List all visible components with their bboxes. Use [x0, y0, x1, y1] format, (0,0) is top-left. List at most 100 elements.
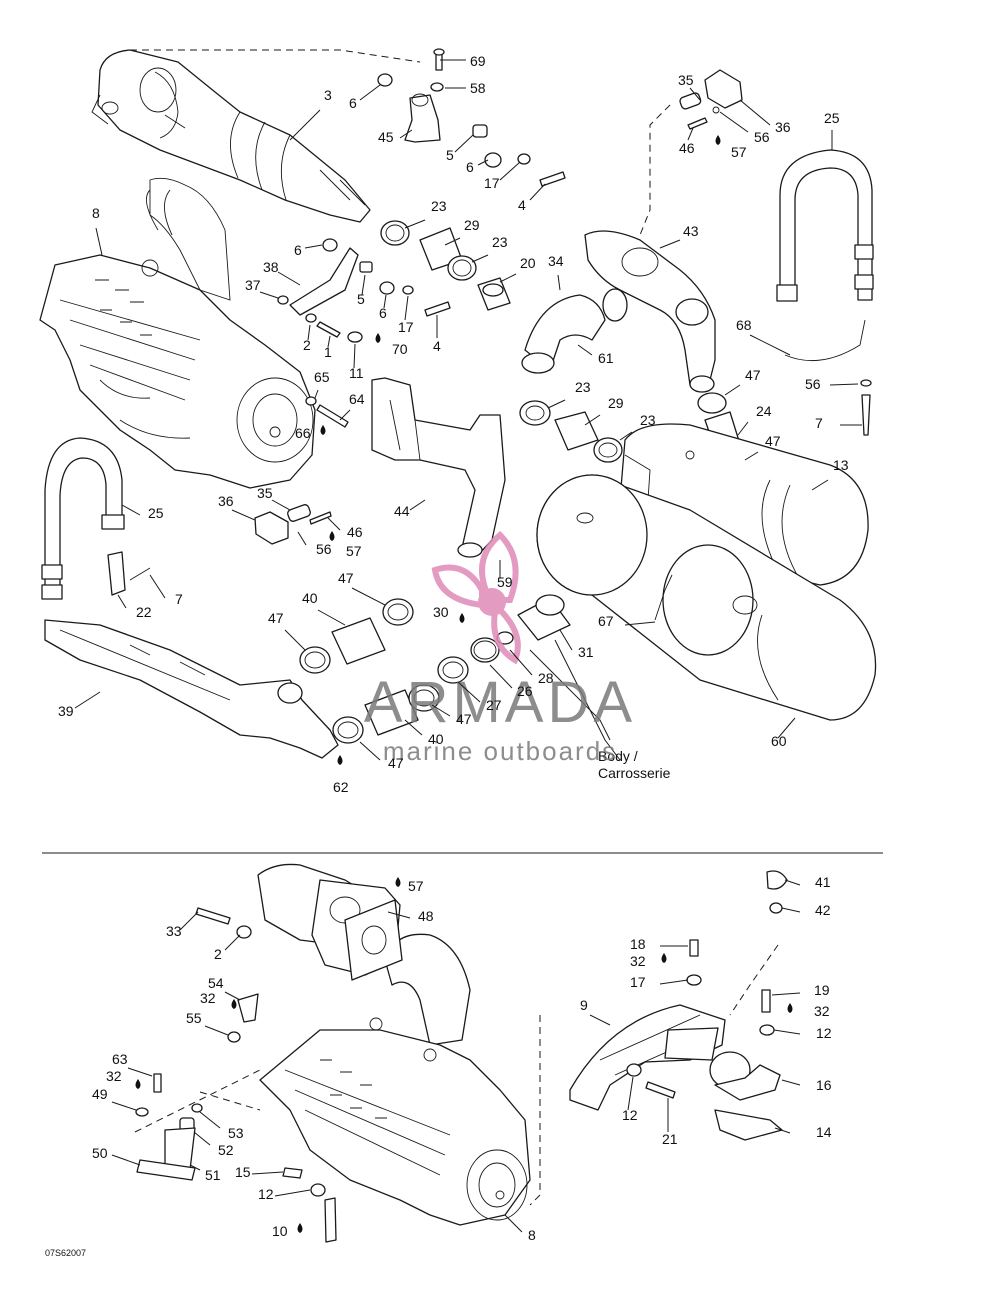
- callout-number: 41: [815, 874, 831, 890]
- callout-number: 42: [815, 902, 831, 918]
- leader-line: [749, 334, 791, 356]
- callout-c67: 67: [598, 613, 656, 629]
- callout-number: 46: [347, 524, 363, 540]
- leader-line: [687, 127, 694, 141]
- callout-c52: 52: [193, 1131, 234, 1158]
- leader-line: [431, 704, 451, 717]
- callout-number: 5: [446, 147, 454, 163]
- part-gasket-48: [344, 899, 403, 981]
- sealant-drop-icon: [715, 135, 721, 145]
- leader-line: [454, 134, 474, 153]
- leader-line: [499, 273, 517, 283]
- callout-number: 47: [338, 570, 354, 586]
- coupler-assembly-lower: [299, 594, 571, 744]
- body-note-line-2: Carrosserie: [598, 765, 671, 781]
- callout-number: 8: [92, 205, 100, 221]
- leader-line: [353, 343, 356, 369]
- callout-number: 7: [815, 415, 823, 431]
- leader-line: [297, 531, 307, 546]
- callout-number: 34: [548, 253, 564, 269]
- callout-c49: 49: [92, 1086, 137, 1111]
- dashed-reference-9: [529, 1015, 541, 1206]
- callout-c29b: 29: [584, 395, 624, 426]
- leader-body: [554, 639, 621, 761]
- callout-number: 69: [470, 53, 486, 69]
- body-note-line-1: Body /: [598, 748, 638, 764]
- callout-number: 46: [679, 140, 695, 156]
- callout-c36a: 36: [739, 99, 791, 135]
- grommet-6b: [484, 152, 502, 168]
- sleeve-5a: [472, 124, 488, 138]
- bolt-18: [689, 939, 699, 957]
- leader-line: [529, 183, 546, 201]
- leader-body-2: [529, 649, 611, 741]
- screw-42: [769, 902, 783, 914]
- nut-53: [191, 1103, 203, 1113]
- callout-number: 23: [431, 198, 447, 214]
- leader-line: [489, 664, 513, 689]
- callout-number: 49: [92, 1086, 108, 1102]
- leader-line: [351, 587, 386, 606]
- callout-c34: 34: [548, 253, 564, 291]
- washer-12c: [310, 1183, 326, 1197]
- callout-number: 47: [456, 711, 472, 727]
- grommet-6a: [377, 73, 393, 87]
- callout-number: 25: [824, 110, 840, 126]
- callout-number: 39: [58, 703, 74, 719]
- coupler-assembly-top: [380, 220, 511, 311]
- callout-number: 17: [630, 974, 646, 990]
- callout-number: 24: [756, 403, 772, 419]
- propeller-logo-icon: [431, 530, 521, 665]
- callout-number: 10: [272, 1223, 288, 1239]
- sealant-drop-icon: [337, 755, 343, 765]
- callout-number: 25: [148, 505, 164, 521]
- callout-c3: 3: [289, 87, 332, 141]
- sealant-drop-icon: [329, 531, 335, 541]
- callout-number: 15: [235, 1164, 251, 1180]
- callout-c41: 41: [784, 874, 831, 890]
- callout-c30: 30: [433, 604, 465, 623]
- callout-number: 3: [324, 87, 332, 103]
- part-engine-upper: [39, 177, 316, 489]
- part-tie-67: [654, 574, 673, 621]
- leader-line: [314, 389, 319, 399]
- callout-c7a: 7: [815, 415, 862, 431]
- part-muffler-60: [536, 474, 877, 721]
- part-pipe-43: [584, 230, 716, 393]
- leader-line: [559, 629, 573, 651]
- callout-c42: 42: [781, 902, 831, 918]
- callout-number: 19: [814, 982, 830, 998]
- callout-c7b: 7: [149, 574, 183, 607]
- leader-line: [339, 409, 351, 421]
- leader-line: [509, 649, 533, 676]
- callout-number: 23: [575, 379, 591, 395]
- leader-line: [117, 594, 127, 609]
- callout-c44: 44: [394, 499, 426, 519]
- callout-number: 12: [258, 1186, 274, 1202]
- stud-1: [316, 321, 341, 338]
- leader-line: [404, 719, 423, 736]
- leader-line: [387, 911, 411, 919]
- callout-number: 20: [520, 255, 536, 271]
- callout-c39: 39: [58, 691, 101, 719]
- callout-number: 63: [112, 1051, 128, 1067]
- sealant-drop-icon: [297, 1223, 303, 1233]
- leader-line: [444, 237, 461, 246]
- callout-c59: 59: [497, 560, 513, 590]
- callout-c46b: 46: [327, 517, 363, 540]
- callout-number: 21: [662, 1131, 678, 1147]
- callout-c12b: 12: [773, 1025, 832, 1041]
- leader-line: [409, 499, 426, 511]
- leader-line: [327, 517, 341, 531]
- leader-line: [399, 129, 413, 139]
- sealant-drop-icon: [787, 1003, 793, 1013]
- callout-c21: 21: [662, 1098, 678, 1147]
- leader-line: [189, 1164, 201, 1171]
- callout-number: 56: [754, 129, 770, 145]
- callout-number: 44: [394, 503, 410, 519]
- callout-c40a: 40: [302, 590, 346, 626]
- callout-c4b: 4: [433, 315, 441, 354]
- bolt-33: [195, 907, 231, 925]
- callout-number: 59: [497, 574, 513, 590]
- leader-line: [284, 629, 306, 651]
